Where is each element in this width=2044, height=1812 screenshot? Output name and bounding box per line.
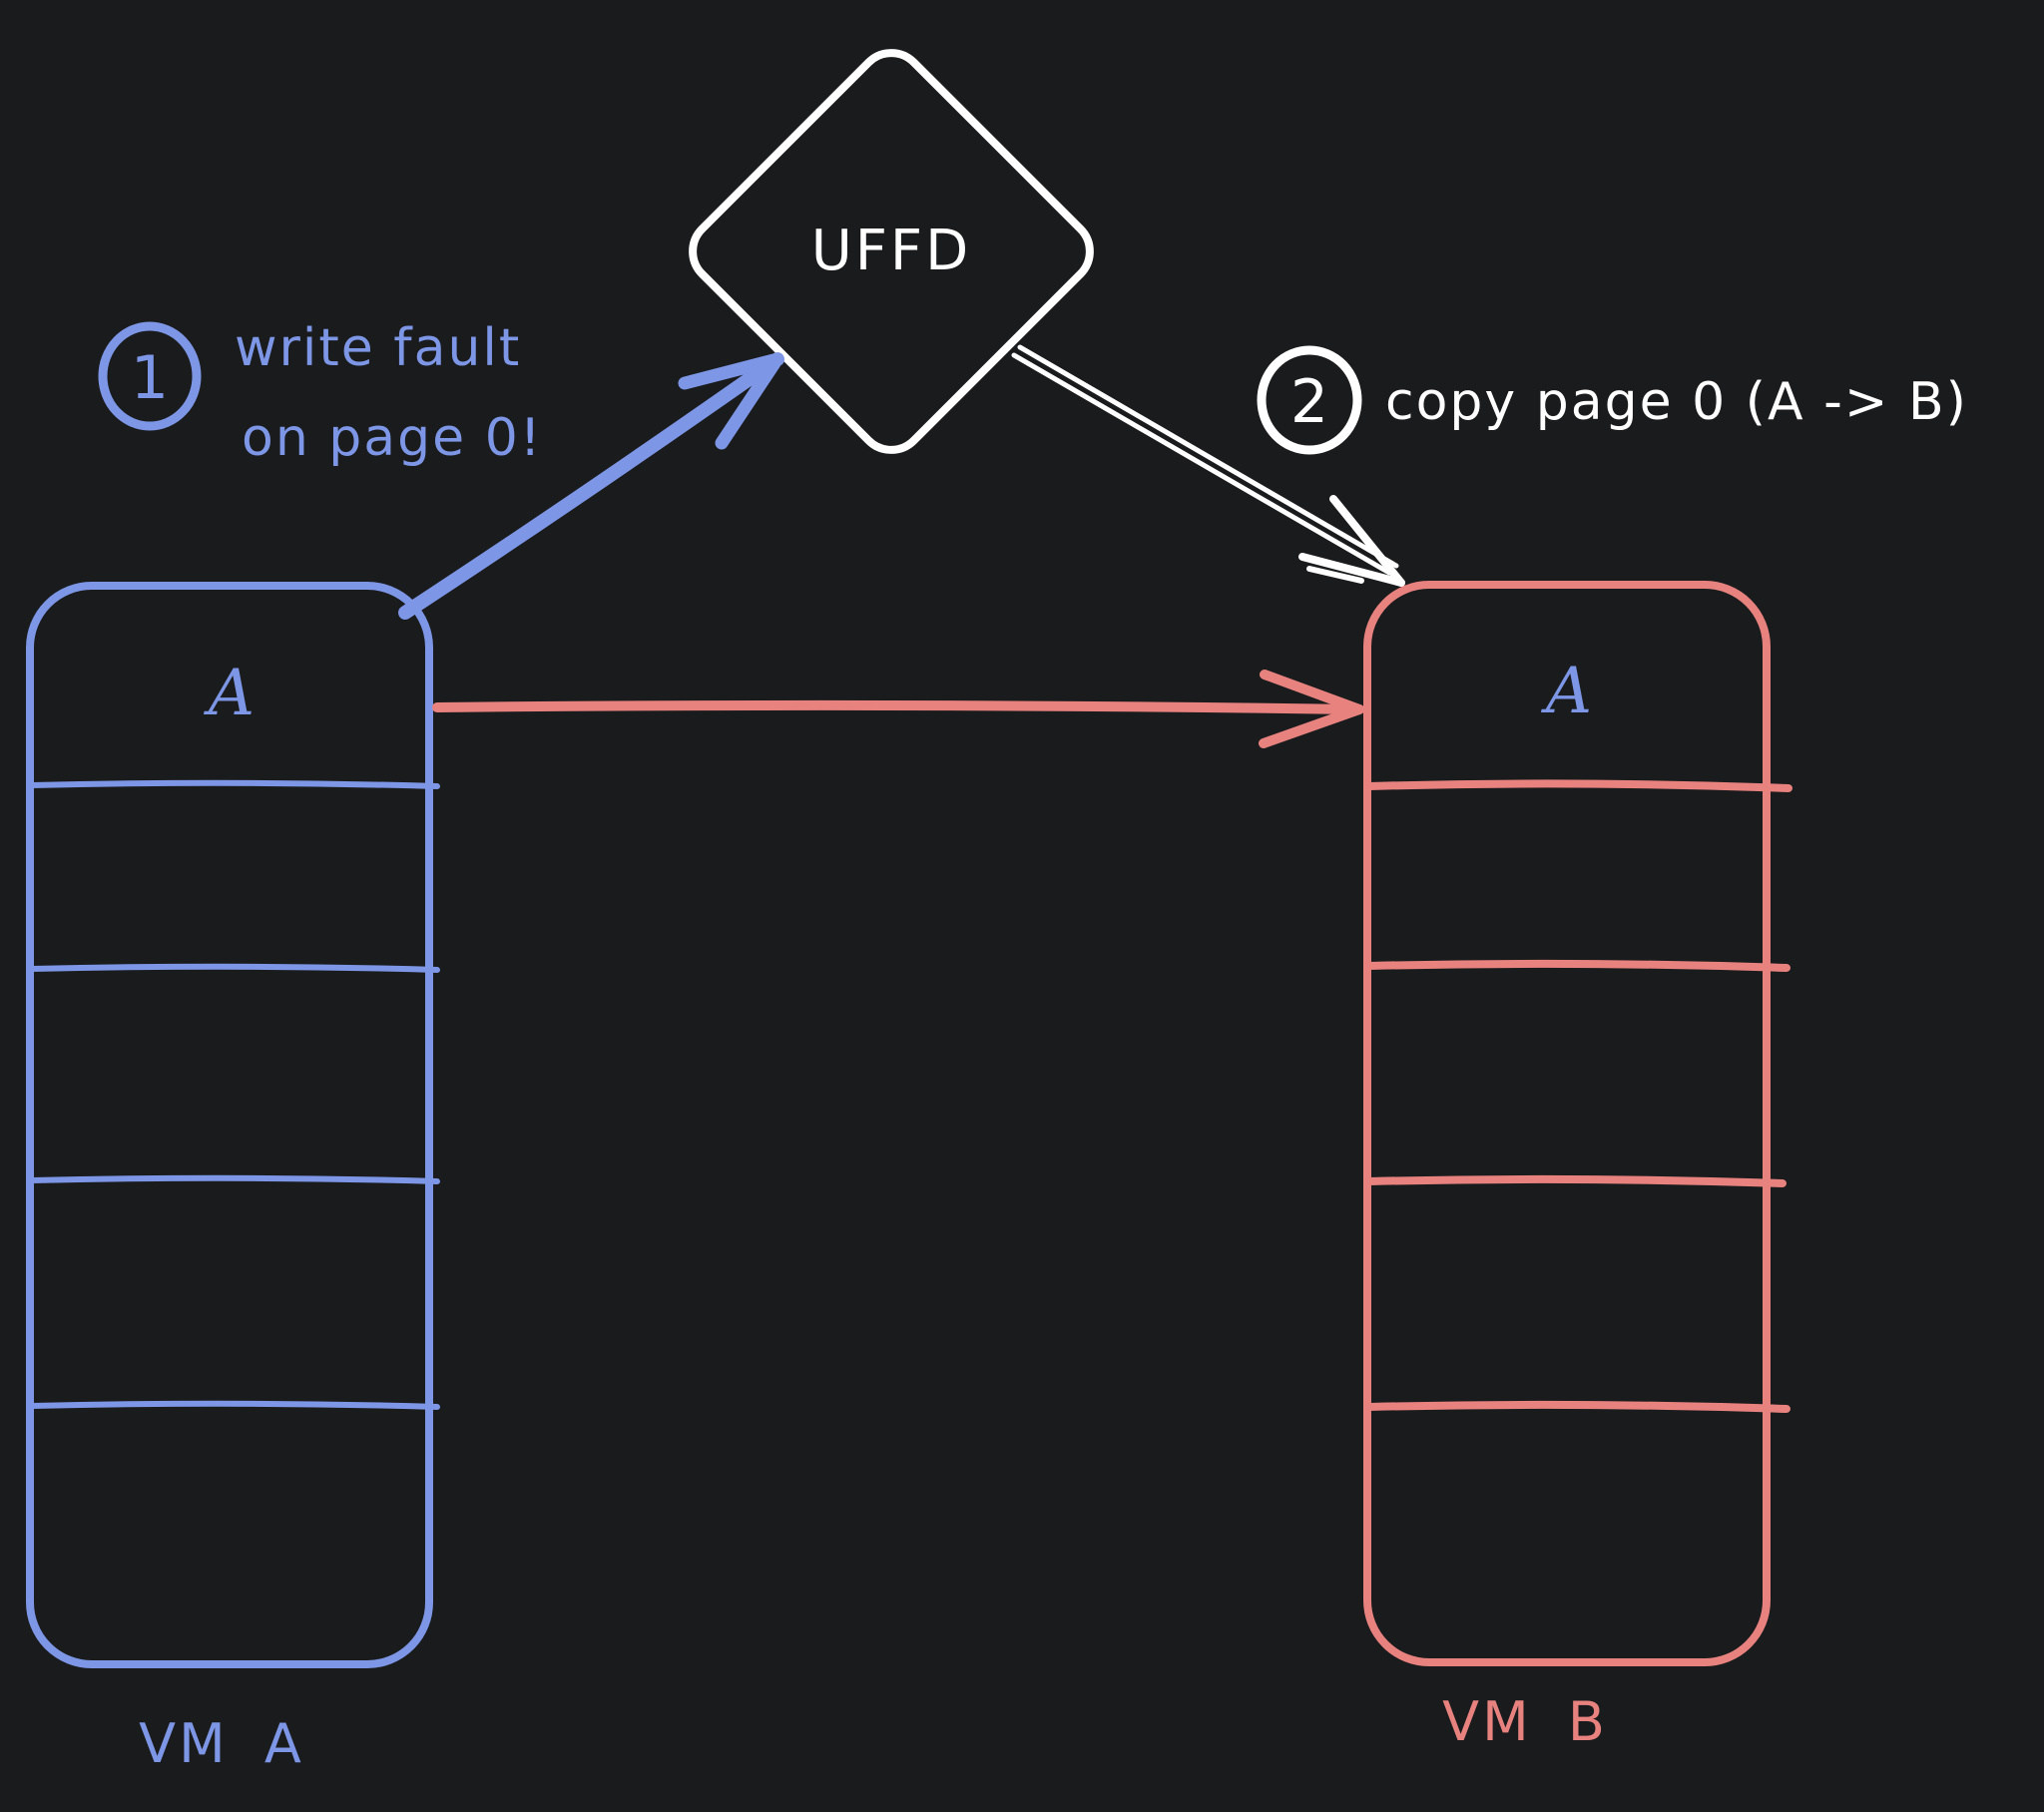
vm-b-box (1363, 581, 1771, 1666)
uffd-node: UFFD (689, 49, 1094, 454)
write-fault-arrowhead (678, 352, 784, 390)
step-2-number: 2 (1290, 367, 1328, 437)
vm-b-row-divider (1365, 1174, 1787, 1187)
copy-arrow-uffd-to-vmb (1011, 344, 1405, 587)
copy-arrowhead (1329, 495, 1405, 587)
page-transfer-arrow-shaft (432, 699, 1358, 714)
page-transfer-arrow (432, 670, 1364, 748)
step-1-text-line1: write fault (235, 318, 521, 378)
vm-b-row-divider (1365, 779, 1792, 792)
copy-arrow-shaft (1017, 344, 1399, 569)
vm-a-box (26, 582, 433, 1668)
vm-b-row-divider (1365, 959, 1790, 972)
write-fault-arrow-shaft (398, 352, 784, 620)
vm-a-title: VM A (139, 1712, 304, 1775)
page-transfer-arrowhead (1260, 670, 1364, 714)
step-1-annotation: 1 write fault on page 0! (98, 318, 543, 468)
step-1-badge (98, 321, 202, 431)
step-2-annotation: 2 copy page 0 (A -> B) (1257, 345, 1968, 455)
vm-a-row-divider (29, 963, 440, 973)
page-transfer-arrowhead (1259, 704, 1364, 748)
vm-b-page0-label: A (1541, 655, 1592, 728)
vm-a-group: A VM A (26, 582, 440, 1775)
vm-b-row-divider (1365, 1400, 1790, 1413)
vm-a-row-divider (29, 1400, 440, 1410)
step-2-text: copy page 0 (A -> B) (1385, 372, 1968, 432)
uffd-diamond-shape (689, 49, 1094, 454)
vm-a-page0-label: A (204, 657, 255, 730)
vm-a-row-divider (29, 779, 440, 789)
copy-arrowhead (1306, 566, 1364, 584)
uffd-label: UFFD (811, 219, 972, 283)
copy-arrowhead (1298, 553, 1405, 587)
step-1-text-line2: on page 0! (242, 408, 543, 468)
step-2-badge (1257, 345, 1362, 455)
write-fault-arrow (398, 352, 784, 620)
write-fault-arrowhead (715, 356, 781, 450)
vm-a-row-divider (29, 1174, 440, 1184)
vm-b-group: A VM B (1363, 581, 1792, 1753)
vm-b-title: VM B (1442, 1690, 1608, 1753)
step-1-number: 1 (131, 343, 169, 413)
copy-arrow-shaft (1011, 352, 1392, 576)
